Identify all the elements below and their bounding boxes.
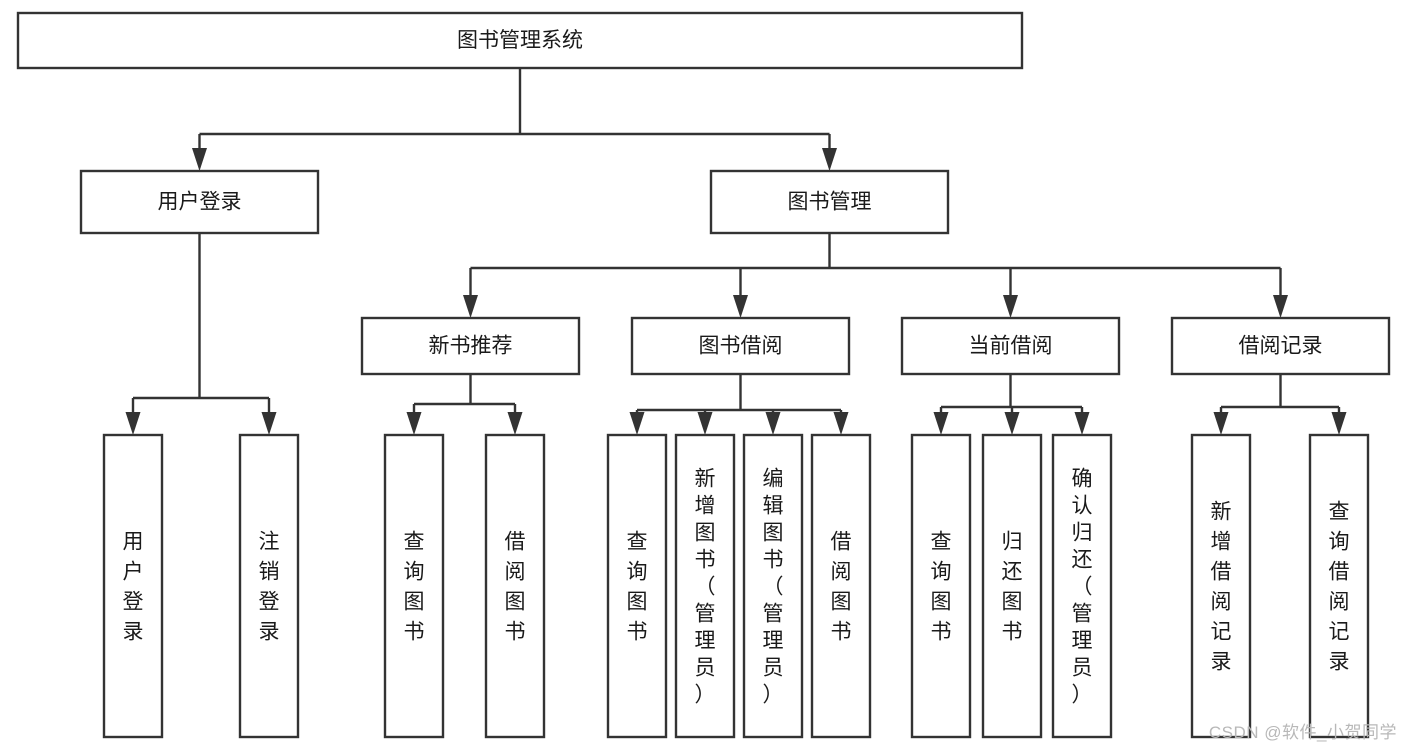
node-leaf-logout[interactable]: 注销登录 <box>238 433 300 739</box>
node-book-borrow[interactable]: 图书借阅 <box>630 316 851 376</box>
node-leaf-borrow-book-1[interactable]: 借阅图书 <box>484 433 546 739</box>
node-box-borrow-record[interactable] <box>1170 316 1391 376</box>
node-label-leaf-query-book-1: 查询图书 <box>404 530 425 643</box>
node-box-leaf-add-book[interactable] <box>674 433 736 739</box>
node-book-management[interactable]: 图书管理 <box>709 169 950 235</box>
node-box-leaf-user-login[interactable] <box>102 433 164 739</box>
node-leaf-return-book[interactable]: 归还图书 <box>981 433 1043 739</box>
node-box-leaf-query-book-2[interactable] <box>606 433 668 739</box>
node-leaf-add-book[interactable]: 新增图书（管理员） <box>674 433 736 739</box>
node-leaf-query-book-2[interactable]: 查询图书 <box>606 433 668 739</box>
connector-group-user-login-children <box>125 233 277 435</box>
node-box-book-borrow[interactable] <box>630 316 851 376</box>
node-label-leaf-user-login: 用户登录 <box>123 530 144 643</box>
connector-group-borrow-children <box>629 374 849 435</box>
node-box-leaf-borrow-book-1[interactable] <box>484 433 546 739</box>
node-label-leaf-query-book-2: 查询图书 <box>627 530 648 643</box>
connector-group-root-to-modules <box>192 68 837 171</box>
node-box-user-login[interactable] <box>79 169 320 235</box>
node-leaf-edit-book[interactable]: 编辑图书（管理员） <box>742 433 804 739</box>
node-leaf-confirm-return[interactable]: 确认归还（管理员） <box>1051 433 1113 739</box>
node-root[interactable]: 图书管理系统 <box>16 11 1024 70</box>
node-leaf-user-login[interactable]: 用户登录 <box>102 433 164 739</box>
node-label-leaf-return-book: 归还图书 <box>1002 530 1023 643</box>
node-label-leaf-add-record: 新增借阅记录 <box>1211 500 1232 673</box>
node-current-borrow[interactable]: 当前借阅 <box>900 316 1121 376</box>
node-leaf-borrow-book-2[interactable]: 借阅图书 <box>810 433 872 739</box>
node-box-leaf-add-record[interactable] <box>1190 433 1252 739</box>
node-label-user-login: 用户登录 <box>158 191 242 214</box>
node-label-leaf-borrow-book-1: 借阅图书 <box>505 530 526 643</box>
node-box-leaf-return-book[interactable] <box>981 433 1043 739</box>
node-label-current-borrow: 当前借阅 <box>969 335 1053 358</box>
node-label-leaf-query-book-3: 查询图书 <box>931 530 952 643</box>
node-box-book-management[interactable] <box>709 169 950 235</box>
node-label-leaf-query-record: 查询借阅记录 <box>1329 500 1350 673</box>
node-box-leaf-borrow-book-2[interactable] <box>810 433 872 739</box>
node-leaf-query-book-1[interactable]: 查询图书 <box>383 433 445 739</box>
node-box-root[interactable] <box>16 11 1024 70</box>
node-label-borrow-record: 借阅记录 <box>1239 335 1323 358</box>
node-label-leaf-logout: 注销登录 <box>259 530 280 643</box>
connector-layer <box>125 68 1347 435</box>
connector-group-modules-to-submodules <box>463 233 1288 318</box>
node-layer: 图书管理系统用户登录图书管理新书推荐图书借阅当前借阅借阅记录用户登录注销登录查询… <box>16 11 1391 739</box>
node-label-leaf-add-book: 新增图书（管理员） <box>695 467 716 706</box>
node-box-current-borrow[interactable] <box>900 316 1121 376</box>
connector-group-recommend-children <box>406 374 523 435</box>
node-box-leaf-query-book-1[interactable] <box>383 433 445 739</box>
node-leaf-query-record[interactable]: 查询借阅记录 <box>1308 433 1370 739</box>
node-user-login[interactable]: 用户登录 <box>79 169 320 235</box>
node-label-leaf-borrow-book-2: 借阅图书 <box>831 530 852 643</box>
node-box-leaf-confirm-return[interactable] <box>1051 433 1113 739</box>
node-label-root: 图书管理系统 <box>457 29 583 52</box>
watermark-text: CSDN @软件_小贺同学 <box>1208 723 1397 742</box>
node-leaf-query-book-3[interactable]: 查询图书 <box>910 433 972 739</box>
node-label-new-book-recommend: 新书推荐 <box>429 335 513 358</box>
node-new-book-recommend[interactable]: 新书推荐 <box>360 316 581 376</box>
connector-group-record-children <box>1213 374 1347 435</box>
node-label-book-management: 图书管理 <box>788 191 872 214</box>
node-box-leaf-query-record[interactable] <box>1308 433 1370 739</box>
connector-group-current-children <box>933 374 1090 435</box>
node-label-leaf-edit-book: 编辑图书（管理员） <box>763 467 784 706</box>
node-box-leaf-logout[interactable] <box>238 433 300 739</box>
node-leaf-add-record[interactable]: 新增借阅记录 <box>1190 433 1252 739</box>
node-box-new-book-recommend[interactable] <box>360 316 581 376</box>
node-label-book-borrow: 图书借阅 <box>699 335 783 358</box>
node-box-leaf-query-book-3[interactable] <box>910 433 972 739</box>
node-borrow-record[interactable]: 借阅记录 <box>1170 316 1391 376</box>
node-label-leaf-confirm-return: 确认归还（管理员） <box>1072 467 1093 706</box>
node-box-leaf-edit-book[interactable] <box>742 433 804 739</box>
